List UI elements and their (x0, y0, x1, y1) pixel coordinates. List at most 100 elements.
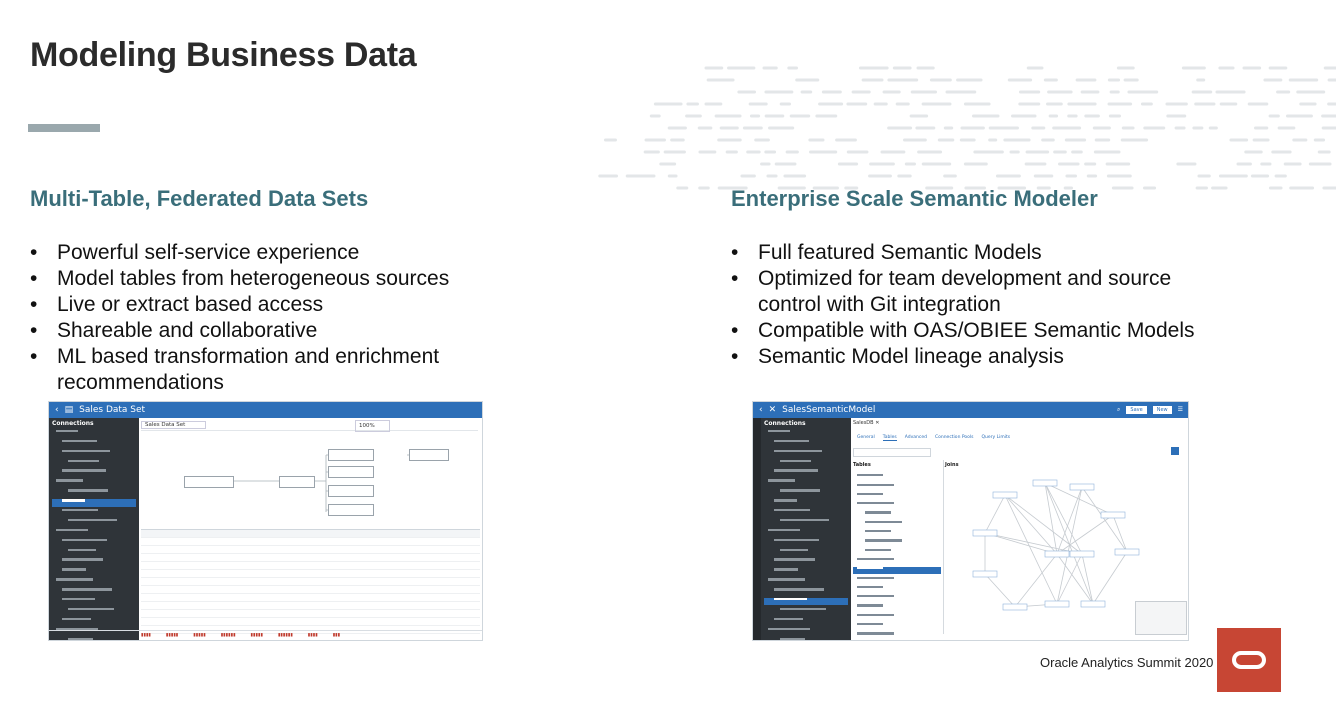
tree-item[interactable] (764, 627, 848, 635)
table-list-item[interactable] (853, 595, 941, 602)
join-edge[interactable] (1081, 553, 1094, 605)
table-node[interactable] (328, 449, 374, 461)
table-list-item[interactable] (853, 539, 941, 546)
tree-item[interactable] (764, 469, 848, 476)
join-edge[interactable] (1092, 551, 1128, 605)
back-icon[interactable]: ‹ (759, 405, 763, 415)
tree-item[interactable] (764, 499, 848, 506)
table-list-item[interactable] (853, 613, 941, 621)
tab-advanced[interactable]: Advanced (904, 435, 927, 440)
tree-item[interactable] (764, 528, 848, 536)
tree-item[interactable] (52, 449, 136, 457)
tree-item[interactable] (764, 518, 848, 526)
join-edge[interactable] (1014, 553, 1058, 608)
tree-item[interactable] (52, 479, 136, 486)
table-search-input[interactable] (853, 448, 931, 457)
table-tab[interactable]: ▮▮▮▮ (141, 633, 151, 638)
tree-item[interactable] (764, 588, 848, 595)
menu-icon[interactable]: ☰ (1177, 406, 1183, 413)
table-node[interactable] (328, 504, 374, 516)
table-list-item[interactable] (853, 483, 941, 491)
tree-item[interactable] (764, 607, 848, 615)
join-edge[interactable] (1044, 482, 1094, 605)
tree-item[interactable] (764, 548, 848, 556)
join-edge[interactable] (984, 494, 1006, 534)
tree-item[interactable] (52, 509, 136, 516)
table-list-item[interactable] (853, 492, 941, 500)
join-table-node[interactable] (1032, 479, 1058, 487)
tree-item[interactable] (764, 598, 848, 606)
join-edge[interactable] (1004, 494, 1058, 605)
join-table-node[interactable] (1044, 600, 1070, 608)
tree-item[interactable] (52, 637, 136, 640)
tree-item[interactable] (52, 538, 136, 546)
join-table-node[interactable] (1080, 600, 1106, 608)
tree-item[interactable] (764, 489, 848, 496)
join-table-node[interactable] (1114, 548, 1140, 556)
tab-query-limits[interactable]: Query Limits (981, 435, 1011, 440)
table-list-item[interactable] (853, 557, 941, 565)
table-list-item[interactable] (853, 585, 941, 593)
list-view-icon[interactable] (1171, 447, 1179, 455)
tree-item[interactable] (52, 518, 136, 526)
table-tab[interactable]: ▮▮▮▮▮▮ (277, 633, 293, 638)
table-list-item[interactable] (853, 548, 941, 556)
table-tab[interactable]: ▮▮▮ (332, 633, 341, 638)
tree-item[interactable] (764, 578, 848, 585)
table-tab[interactable]: ▮▮▮▮▮ (193, 633, 206, 638)
tree-item[interactable] (52, 607, 136, 615)
tree-item[interactable] (764, 509, 848, 516)
table-list-item[interactable] (853, 502, 941, 509)
search-icon[interactable]: ⌕ (1117, 406, 1121, 413)
join-edge[interactable] (1044, 482, 1114, 516)
tree-item[interactable] (52, 499, 136, 507)
join-edge[interactable] (1081, 486, 1128, 553)
join-table-node[interactable] (1069, 483, 1095, 491)
join-edge[interactable] (1056, 514, 1114, 555)
tree-item[interactable] (764, 429, 848, 437)
tab-tables[interactable]: Tables (882, 435, 897, 441)
table-tab[interactable]: ▮▮▮▮ (307, 633, 318, 638)
back-icon[interactable]: ‹ (55, 405, 59, 415)
tree-item[interactable] (52, 588, 136, 595)
join-edge[interactable] (1044, 482, 1083, 555)
tree-item[interactable] (52, 469, 136, 476)
tree-item[interactable] (52, 627, 136, 635)
tree-item[interactable] (52, 578, 136, 585)
tree-item[interactable] (52, 528, 136, 536)
table-list-item[interactable] (853, 576, 941, 584)
graph-overview[interactable] (1135, 601, 1187, 635)
table-list-item[interactable] (853, 623, 941, 630)
tab-general[interactable]: General (857, 435, 875, 440)
canvas-name-field[interactable]: Sales Data Set (141, 421, 207, 429)
tree-item[interactable] (52, 558, 136, 565)
tab-connection-pools[interactable]: Connection Pools (934, 435, 974, 440)
tree-item[interactable] (764, 459, 848, 467)
save-button[interactable]: Save (1126, 406, 1147, 414)
tree-item[interactable] (52, 548, 136, 556)
table-node[interactable] (328, 466, 374, 478)
join-table-node[interactable] (1100, 511, 1126, 519)
model-tab[interactable]: SalesDB ✕ (853, 420, 879, 426)
tree-item[interactable] (764, 637, 848, 640)
join-table-node[interactable] (1002, 603, 1028, 611)
tree-item[interactable] (764, 479, 848, 486)
tree-item[interactable] (52, 568, 136, 575)
new-button[interactable]: New (1152, 406, 1172, 414)
join-edge[interactable] (1112, 514, 1128, 553)
table-node[interactable] (409, 449, 449, 461)
tree-item[interactable] (52, 439, 136, 447)
join-edge[interactable] (1004, 494, 1083, 555)
tree-item[interactable] (52, 598, 136, 605)
zoom-select[interactable]: 100% (355, 420, 390, 432)
table-list-item[interactable] (853, 632, 941, 639)
join-edge[interactable] (984, 573, 1016, 608)
join-table-node[interactable] (1069, 550, 1095, 558)
join-edge[interactable] (984, 532, 1083, 555)
join-table-node[interactable] (972, 529, 998, 537)
table-tab[interactable]: ▮▮▮▮▮ (250, 633, 263, 638)
tree-item[interactable] (52, 617, 136, 625)
table-tab[interactable]: ▮▮▮▮▮ (165, 633, 179, 638)
table-list-item[interactable] (853, 520, 941, 528)
tree-item[interactable] (764, 558, 848, 565)
